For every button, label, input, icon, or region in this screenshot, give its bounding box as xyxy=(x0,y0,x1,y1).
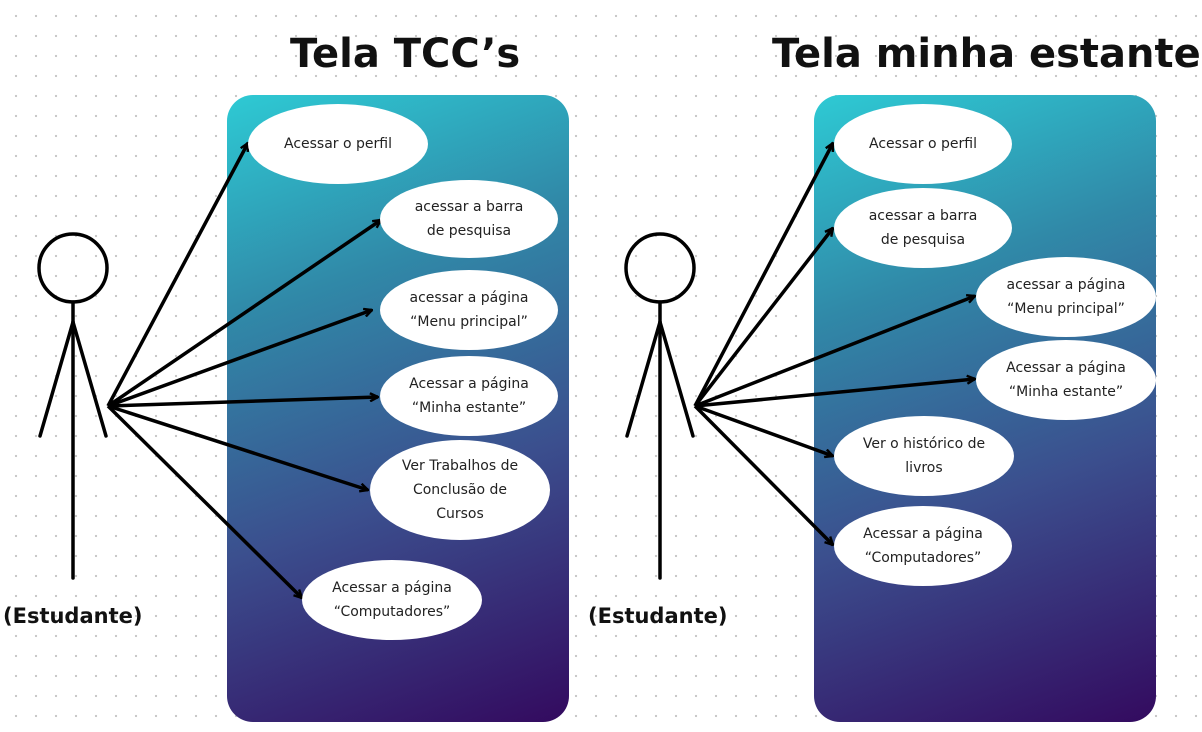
actor-label-estante: (Estudante) xyxy=(588,604,728,628)
use-case-barra-pesquisa: acessar a barra de pesquisa xyxy=(380,180,558,258)
actor-student-figure-tcc xyxy=(37,232,109,580)
use-case-menu-principal: acessar a página “Menu principal” xyxy=(976,257,1156,337)
use-case-minha-estante: Acessar a página “Minha estante” xyxy=(976,340,1156,420)
use-case-menu-principal: acessar a página “Menu principal” xyxy=(380,270,558,350)
use-case-acessar-perfil: Acessar o perfil xyxy=(248,104,428,184)
use-case-minha-estante: Acessar a página “Minha estante” xyxy=(380,356,558,436)
association-arrows-tcc xyxy=(106,143,381,598)
use-case-barra-pesquisa: acessar a barra de pesquisa xyxy=(834,188,1012,268)
use-case-computadores: Acessar a página “Computadores” xyxy=(302,560,482,640)
diagram-title-estante: Tela minha estante xyxy=(772,31,1201,77)
diagram-title-tcc: Tela TCC’s xyxy=(290,31,521,77)
actor-label-tcc: (Estudante) xyxy=(3,604,143,628)
use-case-trabalhos-conclusao: Ver Trabalhos de Conclusão de Cursos xyxy=(370,440,550,540)
actor-student-figure-estante xyxy=(624,232,696,580)
use-case-historico-livros: Ver o histórico de livros xyxy=(834,416,1014,496)
use-case-acessar-perfil: Acessar o perfil xyxy=(834,104,1012,184)
association-arrows-estante xyxy=(693,143,975,545)
use-case-computadores: Acessar a página “Computadores” xyxy=(834,506,1012,586)
